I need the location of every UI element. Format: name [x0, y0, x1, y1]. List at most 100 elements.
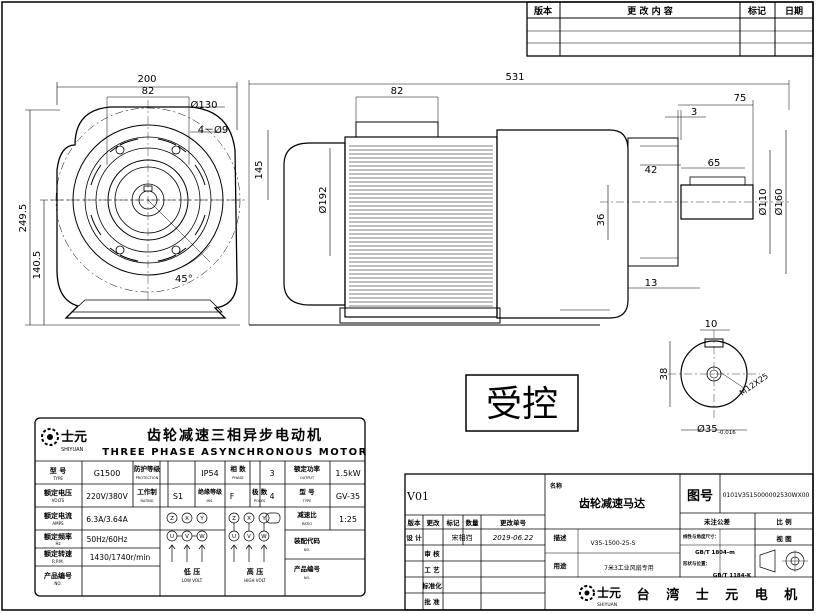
- nameplate-brand-cn: 士元: [61, 429, 87, 445]
- np-ratio-sub: RATIO: [302, 522, 313, 526]
- dim-82-front: 82: [142, 86, 155, 97]
- tb-scale-label: 比 例: [776, 517, 792, 526]
- np-terminal-high-4: U: [232, 534, 236, 540]
- tb-design-label: 设 计: [406, 533, 422, 542]
- rev-header-content: 更 改 内 容: [627, 5, 672, 17]
- tb-use: 7米3工业风扇专用: [604, 564, 654, 572]
- terminal-diagram: [166, 512, 281, 562]
- dim-4phi9: 4－Ø9: [198, 124, 229, 136]
- np-high-volt-label: 高 压: [247, 567, 263, 576]
- np-terminal-high-2: X: [247, 516, 251, 522]
- dim-phi35-tol: -0.016: [718, 430, 736, 436]
- np-type-label: 型 号: [50, 466, 66, 475]
- np-assembly-sub: NO.: [304, 548, 310, 552]
- dim-200: 200: [137, 74, 156, 85]
- np-protection-sub: PROTECTION: [136, 476, 159, 480]
- np-amps-sub: AMPS: [52, 521, 64, 526]
- np-phase-value: 3: [269, 469, 274, 478]
- np-hz-value: 50Hz/60Hz: [87, 535, 128, 544]
- tb-col-version: 版本: [407, 518, 422, 527]
- dim-65: 65: [708, 158, 721, 169]
- controlled-stamp: 受控: [465, 374, 579, 432]
- side-view: 531 82 75 3 145 Ø192 42: [248, 72, 790, 326]
- dim-m12x25: M12X25: [738, 371, 770, 397]
- tb-date: 2019-06.22: [493, 534, 534, 542]
- tb-col-change-no: 更改单号: [500, 518, 527, 527]
- np-high-volt-sub: HIGH VOLT: [244, 578, 266, 583]
- np-volts-sub: VOLTS: [52, 498, 65, 503]
- tb-col-qty: 数量: [466, 518, 480, 527]
- title-block: V01 名称 齿轮减速马达 图号 0101V3515000002530WX00 …: [404, 473, 814, 611]
- tb-view-label: 视 图: [776, 534, 792, 543]
- np-ratio-label: 减速比: [297, 510, 317, 519]
- rev-header-mark: 标记: [747, 5, 766, 17]
- np-no-sub: NO.: [54, 581, 61, 586]
- np-type-sub: TYPE: [52, 476, 63, 481]
- tb-std2: GB/T 1184-K: [713, 573, 752, 579]
- dim-42: 42: [645, 165, 658, 176]
- nameplate-logo: 士元 SHIYUAN: [41, 428, 87, 453]
- np-rpm-sub: R.P.M.: [52, 559, 64, 564]
- nameplate: 士元 SHIYUAN 齿轮减速三相异步电动机 THREE PHASE ASYNC…: [34, 417, 366, 597]
- np-low-volt-sub: LOW VOLT: [182, 578, 203, 583]
- np-terminal-low-2: X: [185, 516, 189, 522]
- dim-249-5: 249.5: [18, 204, 29, 233]
- np-protection-label: 防护等级: [134, 464, 161, 473]
- dim-phi35: Ø35: [697, 423, 718, 435]
- tb-drawing-no-label: 图号: [687, 489, 713, 504]
- np-terminal-high-6: W: [261, 534, 267, 540]
- np-gear-type-value: GV-35: [336, 492, 360, 501]
- np-hz-sub: Hz: [55, 541, 60, 546]
- projection-symbol: [759, 549, 808, 573]
- np-rating-label: 工作制: [137, 487, 157, 496]
- np-terminal-low-4: U: [170, 534, 174, 540]
- np-terminal-low-5: V: [185, 534, 189, 540]
- np-poles-label: 极 数: [252, 487, 268, 496]
- np-rating-sub: RATING: [141, 499, 154, 503]
- dim-13: 13: [645, 278, 658, 289]
- np-product-no-label: 产品编号: [294, 564, 321, 573]
- dim-phi110: Ø110: [757, 189, 769, 216]
- dim-phi192: Ø192: [317, 187, 329, 214]
- np-gear-type-label: 型 号: [299, 487, 315, 496]
- dim-3: 3: [691, 107, 697, 118]
- tb-std1: GB/T 1804-m: [695, 550, 735, 556]
- shaft-section-view: 10 38 M12X25 Ø35 -0.016: [659, 319, 770, 436]
- np-terminal-high-1: Z: [232, 516, 236, 522]
- dim-45deg: 45°: [175, 274, 193, 285]
- tb-designer: 宋相岿: [452, 533, 473, 542]
- dim-phi160: Ø160: [773, 189, 785, 216]
- np-amps-value: 6.3A/3.64A: [86, 515, 128, 524]
- tb-desc-label: 描述: [554, 533, 568, 542]
- np-product-no-sub: NO.: [304, 576, 310, 580]
- np-rating-value: S1: [173, 492, 183, 501]
- tb-col-change: 更改: [427, 518, 441, 527]
- tb-version: V01: [406, 490, 429, 503]
- tb-name-label: 名称: [550, 482, 562, 490]
- dim-82-side: 82: [391, 86, 404, 97]
- np-output-value: 1.5kW: [335, 469, 360, 478]
- np-output-sub: OUTPUT: [300, 476, 315, 480]
- tb-std1-label: 线性与角度尺寸：: [683, 533, 719, 540]
- np-poles-value: 4: [269, 492, 274, 501]
- dim-531: 531: [505, 72, 524, 83]
- np-protection-value: IP54: [201, 469, 218, 478]
- revision-table: 版本 更 改 内 容 标记 日期: [526, 1, 814, 57]
- np-output-label: 额定功率: [294, 464, 321, 473]
- dim-145: 145: [254, 160, 265, 179]
- tb-tolerance-label: 未注公差: [704, 517, 731, 526]
- company-logo: 士元 SHIYUAN: [579, 585, 621, 608]
- stamp-text: 受控: [486, 384, 558, 425]
- dim-38: 38: [659, 368, 670, 381]
- np-ratio-value: 1:25: [339, 515, 357, 524]
- np-rpm-value: 1430/1740r/min: [90, 553, 151, 562]
- tb-std2-label: 形状与位置：: [683, 560, 710, 567]
- dim-36: 36: [596, 214, 607, 227]
- np-hz-label: 额定频率: [43, 532, 72, 541]
- np-low-volt-label: 低 压: [183, 567, 200, 576]
- tb-company-brand-en: SHIYUAN: [597, 602, 617, 608]
- nameplate-brand-en: SHIYUAN: [61, 447, 84, 453]
- rev-header-date: 日期: [785, 5, 803, 17]
- nameplate-title-cn: 齿轮减速三相异步电动机: [147, 427, 323, 444]
